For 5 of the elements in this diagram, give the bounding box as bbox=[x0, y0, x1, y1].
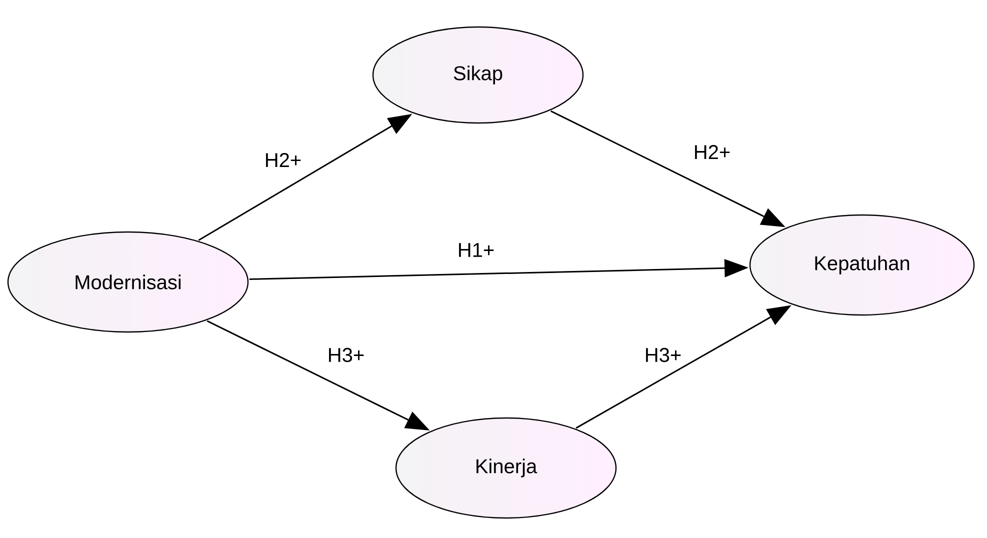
edge-label: H2+ bbox=[692, 144, 732, 160]
edge-label: H3+ bbox=[643, 346, 683, 364]
edge-label: H2+ bbox=[263, 152, 303, 168]
edge-label: H1+ bbox=[456, 242, 496, 258]
edge-label: H3+ bbox=[326, 346, 366, 364]
